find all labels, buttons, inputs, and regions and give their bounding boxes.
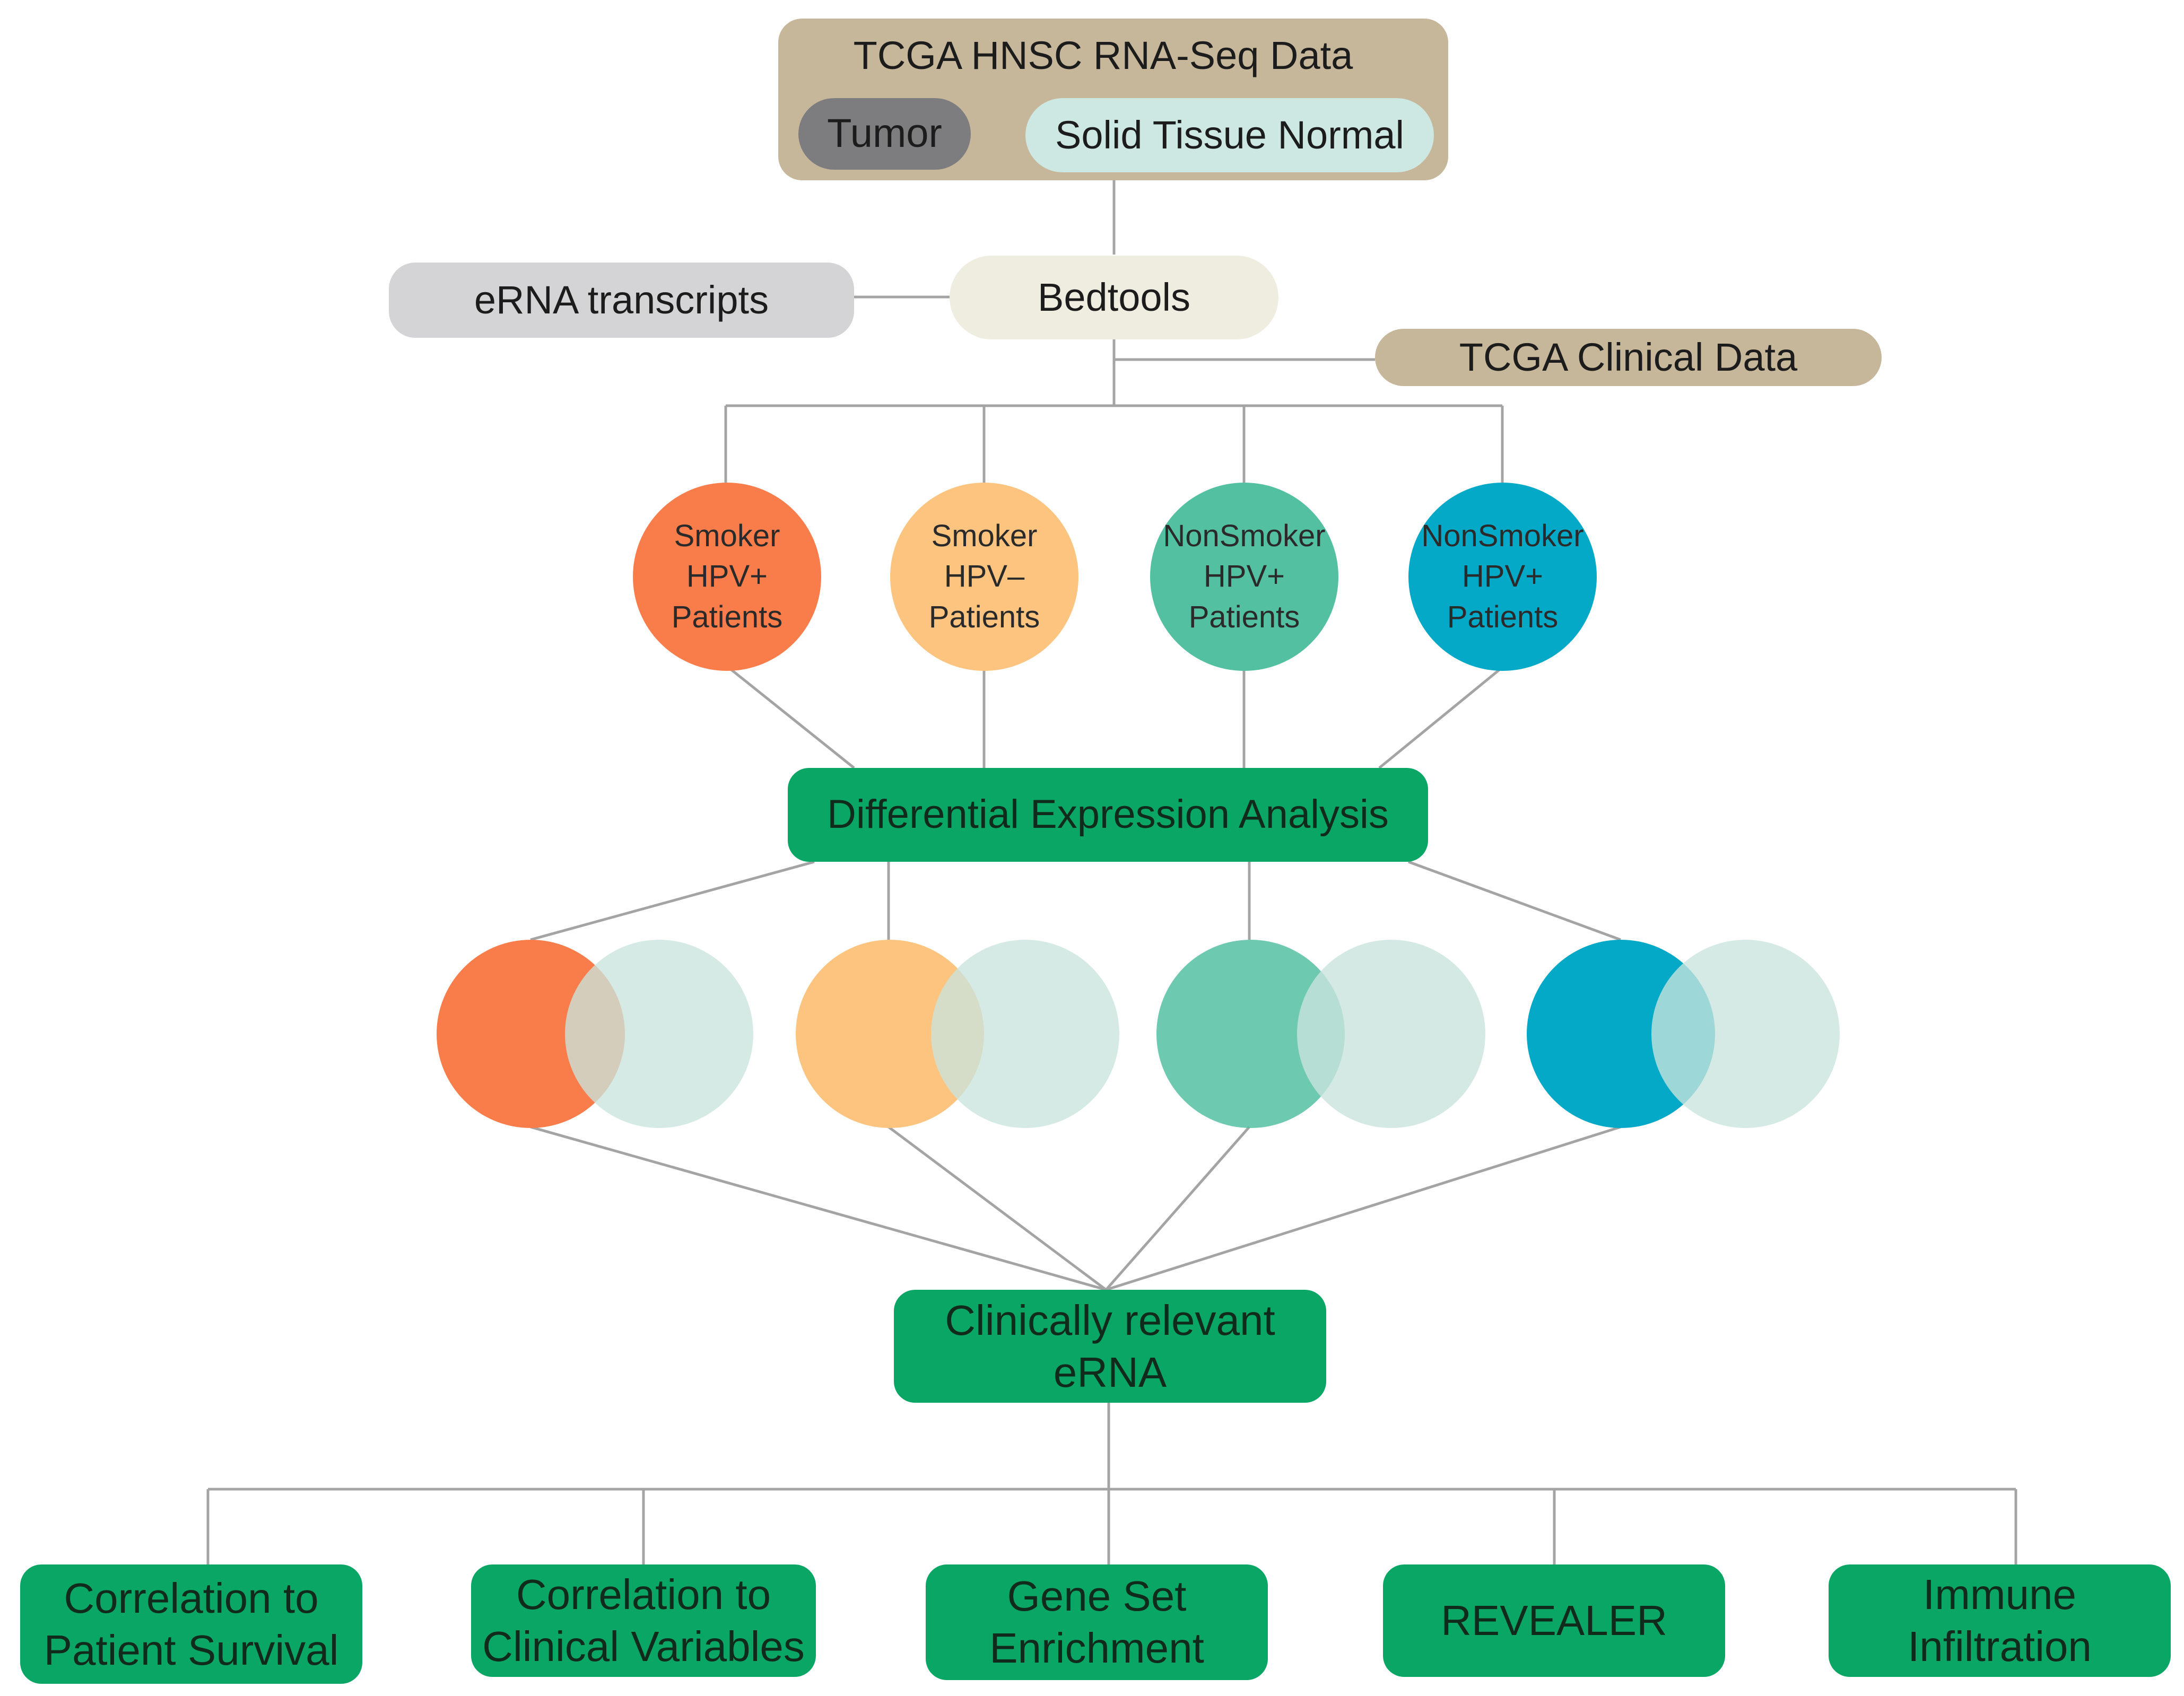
connector-dea-venn-1	[530, 860, 815, 941]
venn-1-normal-circle	[565, 940, 753, 1128]
output-2-line-1: Correlation to	[516, 1571, 771, 1619]
group-1-line-3: Patients	[671, 599, 783, 634]
connector-group-4-dea	[1378, 667, 1502, 769]
group-4-label: NonSmoker HPV+ Patients	[1421, 516, 1583, 638]
output-3-line-2: Enrichment	[989, 1624, 1204, 1672]
output-1-label: Correlation to Patient Survival	[44, 1572, 339, 1676]
group-2-line-1: Smoker	[931, 518, 1038, 553]
relevant-line-2: eRNA	[1053, 1348, 1167, 1396]
output-patient-survival: Correlation to Patient Survival	[20, 1564, 362, 1684]
venn-3-normal-circle	[1297, 940, 1485, 1128]
output-2-label: Correlation to Clinical Variables	[482, 1569, 805, 1672]
group-1-line-1: Smoker	[674, 518, 780, 553]
tumor-pill: Tumor	[798, 98, 971, 170]
relevant-label: Clinically relevant eRNA	[945, 1295, 1275, 1398]
clinically-relevant-erna-box: Clinically relevant eRNA	[894, 1290, 1326, 1403]
group-nonsmoker-hpv-pos-a: NonSmoker HPV+ Patients	[1150, 483, 1338, 671]
relevant-line-1: Clinically relevant	[945, 1296, 1275, 1344]
output-4-label: REVEALER	[1441, 1597, 1667, 1645]
group-4-line-1: NonSmoker	[1421, 518, 1584, 553]
group-1-line-2: HPV+	[686, 559, 768, 594]
group-1-label: Smoker HPV+ Patients	[672, 516, 783, 638]
output-5-label: Immune Infiltration	[1908, 1569, 2092, 1672]
connector-venn-4-relevant	[1106, 1125, 1621, 1291]
solid-tissue-normal-pill: Solid Tissue Normal	[1025, 98, 1434, 172]
group-nonsmoker-hpv-pos-b: NonSmoker HPV+ Patients	[1408, 483, 1597, 671]
output-5-line-1: Immune	[1923, 1571, 2076, 1619]
output-revealer: REVEALER	[1383, 1564, 1725, 1677]
group-2-line-2: HPV–	[944, 559, 1025, 594]
differential-expression-box: Differential Expression Analysis	[788, 768, 1428, 862]
tcga-clinical-data-box: TCGA Clinical Data	[1375, 329, 1882, 386]
venn-2-normal-circle	[931, 940, 1119, 1128]
group-4-line-2: HPV+	[1461, 559, 1544, 594]
output-1-line-1: Correlation to	[64, 1574, 319, 1622]
group-3-label: NonSmoker HPV+ Patients	[1163, 516, 1325, 638]
output-2-line-2: Clinical Variables	[482, 1623, 805, 1670]
connector-venn-2-relevant	[887, 1125, 1107, 1291]
group-3-line-3: Patients	[1188, 599, 1300, 634]
output-1-line-2: Patient Survival	[43, 1626, 339, 1674]
output-gene-set-enrichment: Gene Set Enrichment	[926, 1564, 1268, 1680]
group-3-line-2: HPV+	[1203, 559, 1285, 594]
connector-venn-3-relevant	[1105, 1126, 1250, 1291]
group-smoker-hpv-pos: Smoker HPV+ Patients	[633, 483, 821, 671]
output-3-line-1: Gene Set	[1007, 1572, 1187, 1620]
bedtools-box: Bedtools	[950, 256, 1278, 339]
output-5-line-2: Infiltration	[1908, 1623, 2092, 1670]
group-smoker-hpv-neg: Smoker HPV– Patients	[890, 483, 1078, 671]
connector-venn-1-relevant	[530, 1125, 1107, 1291]
connector-group-1-dea	[728, 667, 855, 769]
erna-transcripts-box: eRNA transcripts	[389, 263, 854, 338]
group-2-line-3: Patients	[928, 599, 1040, 634]
group-4-line-3: Patients	[1447, 599, 1559, 634]
venn-4-normal-circle	[1651, 940, 1840, 1128]
output-immune-infiltration: Immune Infiltration	[1829, 1564, 2171, 1677]
output-clinical-variables: Correlation to Clinical Variables	[471, 1564, 816, 1677]
connector-dea-venn-4	[1408, 860, 1621, 941]
output-3-label: Gene Set Enrichment	[989, 1570, 1204, 1674]
group-3-line-1: NonSmoker	[1163, 518, 1326, 553]
source-title: TCGA HNSC RNA-Seq Data	[853, 33, 1353, 77]
group-2-label: Smoker HPV– Patients	[929, 516, 1040, 638]
